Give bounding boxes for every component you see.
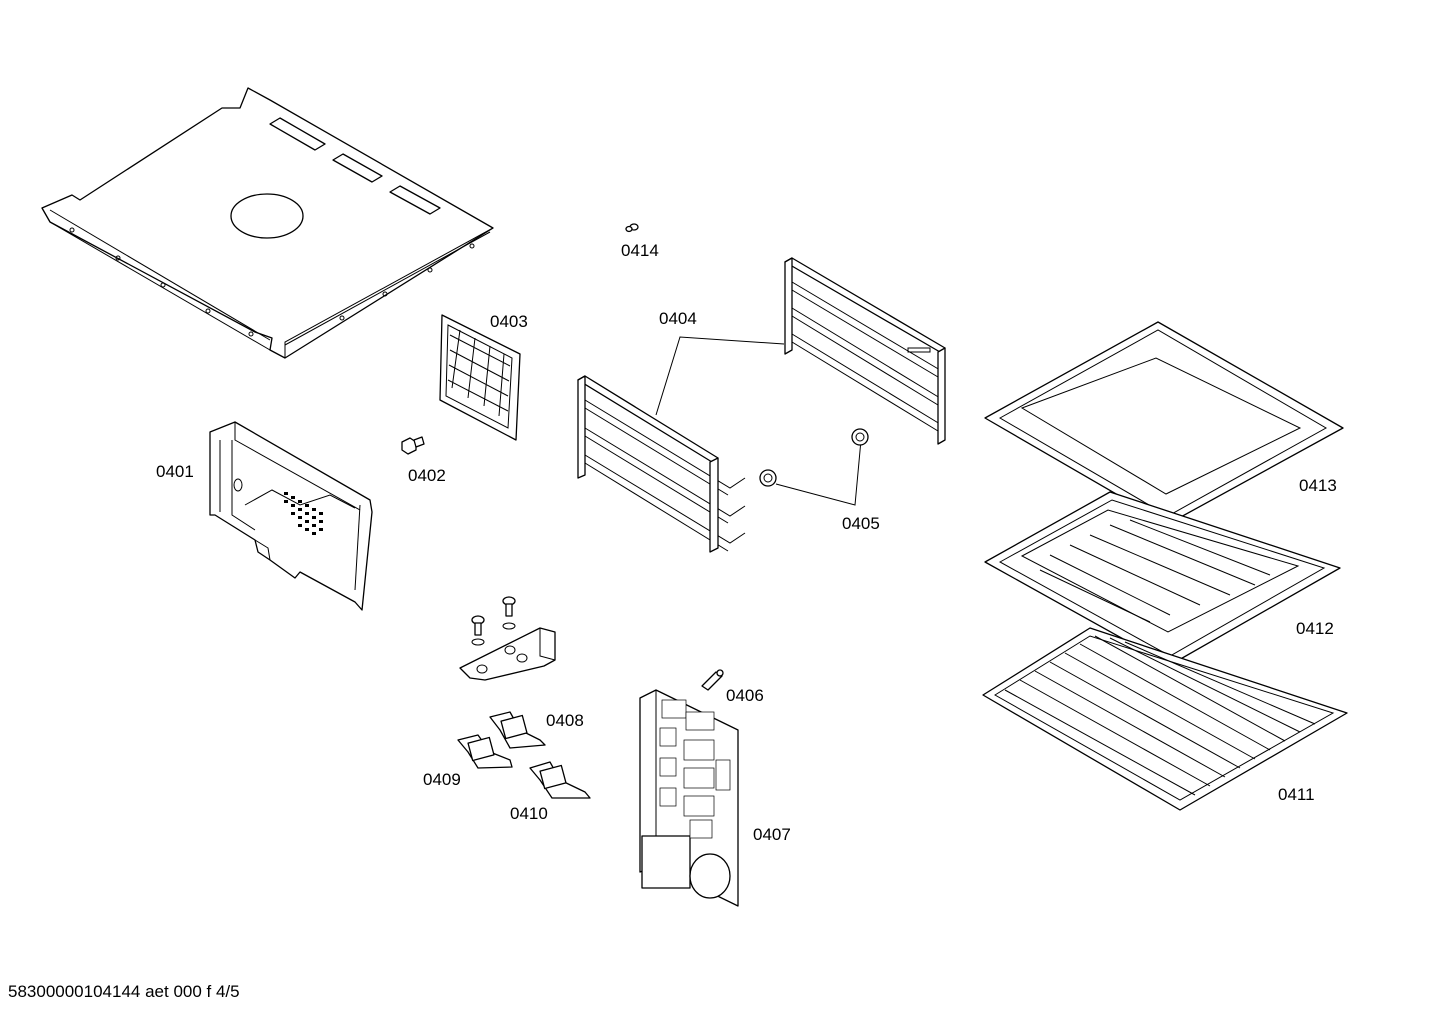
document-reference: 58300000104144 aet 000 f 4/5 <box>8 982 240 1001</box>
label-0411: 0411 <box>1278 785 1315 804</box>
label-0410: 0410 <box>510 804 548 823</box>
label-0414: 0414 <box>621 241 659 260</box>
top-cover-plate <box>41 87 494 359</box>
wire-rack-0411 <box>982 627 1348 811</box>
shelf-guide-right-0404 <box>784 257 946 445</box>
screw-0414 <box>625 223 639 233</box>
leader-0404 <box>655 336 785 416</box>
label-0403: 0403 <box>490 312 528 331</box>
mounting-bracket-screws <box>459 596 556 681</box>
bracket-housing-0401 <box>209 421 373 611</box>
label-0405: 0405 <box>842 514 880 533</box>
label-0404: 0404 <box>659 309 697 328</box>
label-0401: 0401 <box>156 462 194 481</box>
shelf-guide-left-0404 <box>577 375 746 553</box>
thermal-fuse-0409 <box>457 734 513 769</box>
label-0406: 0406 <box>726 686 764 705</box>
label-0413: 0413 <box>1299 476 1337 495</box>
perforated-tray-0412 <box>984 491 1341 666</box>
label-0408: 0408 <box>546 711 584 730</box>
baking-tray-0413 <box>984 321 1344 525</box>
thermal-fuse-0410 <box>529 761 591 799</box>
label-0402: 0402 <box>408 466 446 485</box>
mesh-filter-0403 <box>439 314 521 441</box>
gear-0405 <box>759 428 869 487</box>
circuit-board-0407 <box>639 689 739 907</box>
label-0409: 0409 <box>423 770 461 789</box>
leader-0405 <box>775 439 862 506</box>
thermal-fuse-0408 <box>489 711 546 749</box>
label-0407: 0407 <box>753 825 791 844</box>
pin-0406 <box>701 669 724 691</box>
screw-0402 <box>401 436 425 455</box>
label-0412: 0412 <box>1296 619 1334 638</box>
